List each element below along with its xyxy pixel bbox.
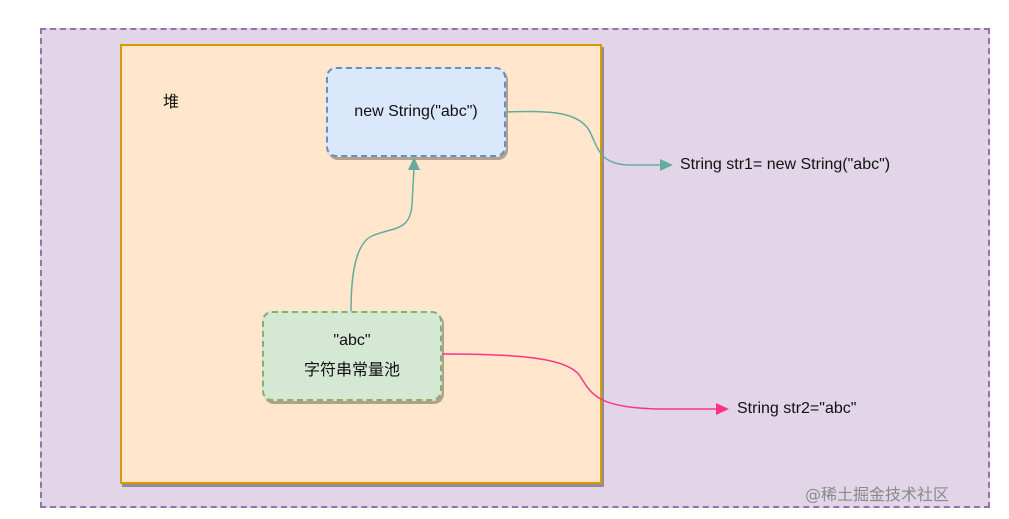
pool-value: "abc" [333, 332, 371, 350]
new-to-str1-arrowhead [660, 159, 673, 171]
pool-to-str2-arrowhead [716, 403, 729, 415]
string-constant-pool-box: "abc" 字符串常量池 [262, 311, 442, 401]
pool-to-new-arrow [350, 167, 415, 312]
str1-declaration: String str1= new String("abc") [680, 156, 891, 173]
watermark: @稀土掘金技术社区 [805, 485, 950, 504]
pool-label: 字符串常量池 [303, 362, 400, 379]
pool-to-str2-arrow [441, 353, 717, 410]
new-string-label: new String("abc") [354, 103, 478, 120]
heap-label: 堆 [163, 94, 180, 111]
pool-to-new-arrowhead [408, 157, 420, 170]
str2-declaration: String str2="abc" [737, 400, 857, 417]
new-string-object-box: new String("abc") [326, 67, 506, 157]
new-to-str1-arrow [505, 110, 662, 166]
